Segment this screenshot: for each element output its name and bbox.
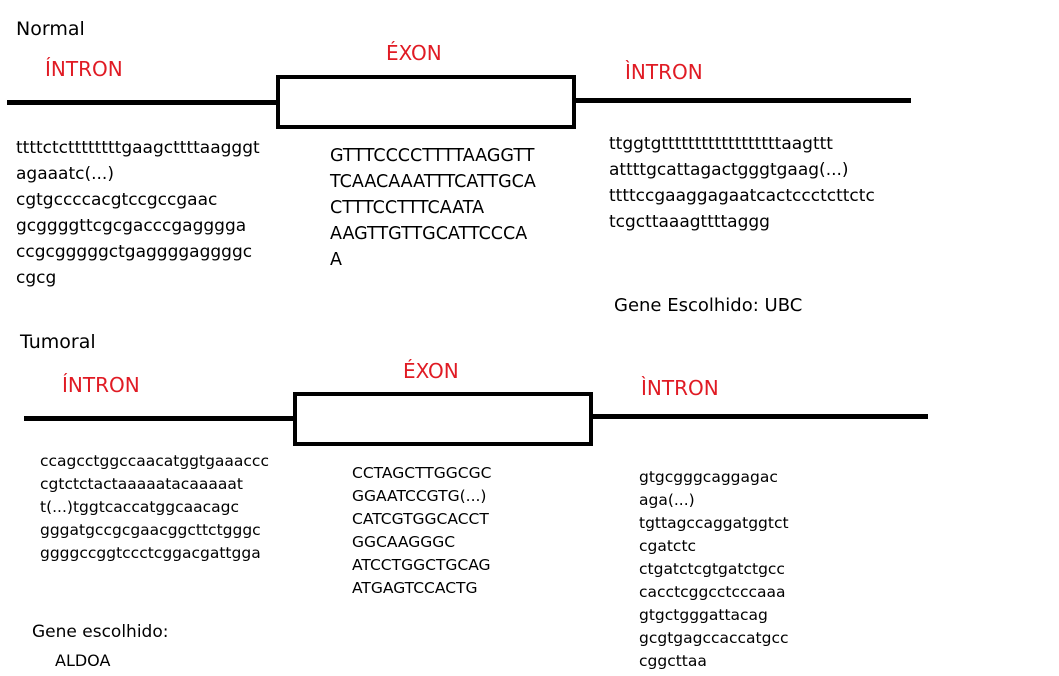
tumoral-intron-left-label: ÍNTRON — [62, 373, 140, 397]
sequence-line: GGAATCCGTG(...) — [352, 487, 487, 505]
sequence-line: gggatgccgcgaacggcttctgggc — [40, 521, 261, 539]
sequence-line: cgtctctactaaaaatacaaaaat — [40, 475, 243, 493]
sequence-line: agaaatc(...) — [16, 164, 114, 184]
normal-intron-right-line — [572, 98, 911, 103]
sequence-line: gcggggttcgcgacccgagggga — [16, 216, 247, 236]
tumoral-intron-right-line — [589, 414, 928, 419]
sequence-line: CATCGTGGCACCT — [352, 510, 489, 528]
tumoral-exon-box — [293, 392, 593, 446]
sequence-line: CCTAGCTTGGCGC — [352, 464, 492, 482]
sequence-line: cgatctc — [639, 537, 697, 555]
sequence-line: A — [330, 250, 342, 270]
sequence-line: TCAACAAATTTCATTGCA — [330, 172, 536, 192]
sequence-line: ccgcgggggctgaggggaggggc — [16, 242, 253, 262]
tumoral-intron-left-sequence: ccagcctggccaacatggtgaaaccc cgtctctactaaa… — [40, 450, 269, 565]
normal-exon-sequence: GTTTCCCCTTTTAAGGTT TCAACAAATTTCATTGCA CT… — [330, 143, 536, 273]
sequence-line: ttttctcttttttttgaagcttttaagggt — [16, 138, 260, 158]
sequence-line: cggcttaa — [639, 652, 707, 670]
normal-intron-right-label: ÌNTRON — [625, 60, 703, 84]
sequence-line: ttttccgaaggagaatcactccctcttctc — [609, 186, 875, 206]
sequence-line: gtgcgggcaggagac — [639, 468, 778, 486]
sequence-line: ggggccggtccctcggacgattgga — [40, 544, 261, 562]
tumoral-intron-right-label: ÌNTRON — [641, 376, 719, 400]
sequence-line: ATCCTGGCTGCAG — [352, 556, 491, 574]
tumoral-gene-label: Gene escolhido: — [32, 622, 169, 642]
tumoral-exon-sequence: CCTAGCTTGGCGC GGAATCCGTG(...) CATCGTGGCA… — [352, 462, 491, 600]
normal-title: Normal — [16, 18, 85, 40]
sequence-line: GTTTCCCCTTTTAAGGTT — [330, 146, 535, 166]
normal-gene-label: Gene Escolhido: UBC — [614, 295, 803, 316]
sequence-line: GGCAAGGGC — [352, 533, 456, 551]
normal-exon-label: ÉXON — [386, 41, 442, 65]
sequence-line: ccagcctggccaacatggtgaaaccc — [40, 452, 269, 470]
sequence-line: tcgcttaaagttttaggg — [609, 212, 770, 232]
normal-intron-left-sequence: ttttctcttttttttgaagcttttaagggt agaaatc(.… — [16, 135, 260, 291]
sequence-line: tgttagccaggatggtct — [639, 514, 789, 532]
normal-intron-left-line — [7, 100, 280, 105]
sequence-line: gtgctgggattacag — [639, 606, 768, 624]
sequence-line: ATGAGTCCACTG — [352, 579, 478, 597]
sequence-line: aga(...) — [639, 491, 695, 509]
sequence-line: gcgtgagccaccatgcc — [639, 629, 789, 647]
sequence-line: t(...)tggtcaccatggcaacagc — [40, 498, 240, 516]
normal-intron-left-label: ÍNTRON — [45, 57, 123, 81]
normal-exon-box — [276, 75, 576, 129]
normal-intron-right-sequence: ttggtgttttttttttttttttttaagttt attttgcat… — [609, 131, 875, 235]
sequence-line: ctgatctcgtgatctgcc — [639, 560, 785, 578]
tumoral-title: Tumoral — [20, 331, 96, 353]
sequence-line: CTTTCCTTTCAATA — [330, 198, 485, 218]
sequence-line: AAGTTGTTGCATTCCCA — [330, 224, 528, 244]
sequence-line: ttggtgttttttttttttttttttaagttt — [609, 134, 833, 154]
sequence-line: cgtgccccacgtccgccgaac — [16, 190, 218, 210]
tumoral-intron-right-sequence: gtgcgggcaggagac aga(...) tgttagccaggatgg… — [639, 466, 789, 673]
tumoral-exon-label: ÉXON — [403, 359, 459, 383]
sequence-line: cgcg — [16, 268, 57, 288]
tumoral-intron-left-line — [24, 416, 297, 421]
tumoral-gene-name: ALDOA — [55, 651, 111, 670]
sequence-line: cacctcggcctcccaaa — [639, 583, 786, 601]
sequence-line: attttgcattagactgggtgaag(...) — [609, 160, 849, 180]
